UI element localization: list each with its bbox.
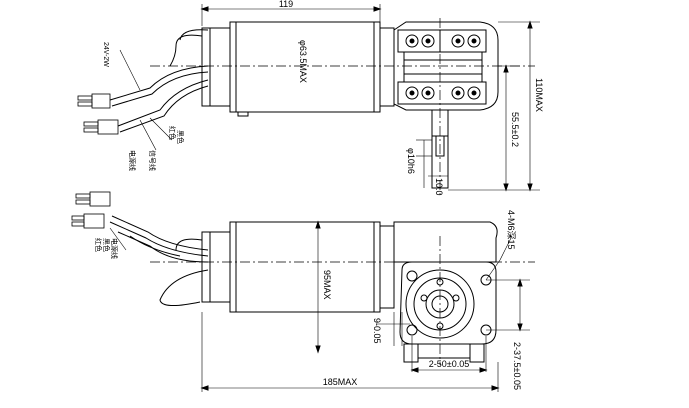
label-bottom-wire-1: 红色 (94, 238, 103, 252)
bottom-motor-endcap (201, 231, 231, 303)
mount-hole-tl (406, 270, 418, 282)
bottom-view (71, 191, 535, 392)
dim-overall-length: 185MAX (323, 377, 358, 387)
label-top-wire-2: 黑色 (176, 130, 185, 144)
top-view (77, 4, 540, 195)
top-wire-2 (117, 79, 209, 127)
bottom-wire-loop (175, 238, 203, 251)
dim-bolt-spacing-vertical: 2-37.5±0.05 (512, 342, 522, 390)
bottom-motor-body (229, 221, 381, 313)
label-bottom-wire-3: 电源线 (110, 238, 119, 259)
top-motor-endcap (201, 27, 231, 107)
dim-top-width: 119 (279, 0, 293, 9)
dim-shaft-key: 10.0 (434, 178, 444, 196)
dim-shaft-diameter: φ10h6 (406, 148, 416, 174)
bottom-connector-pins (71, 191, 111, 229)
dim-motor-diameter: φ63.5MAX (298, 40, 308, 83)
label-bottom-wire-2: 黑色 (102, 238, 111, 252)
top-gearbox-housing (393, 21, 499, 111)
bottom-wire-2 (117, 231, 209, 263)
output-shaft (431, 109, 449, 189)
top-flange (379, 27, 395, 107)
bottom-wire-3 (129, 235, 181, 257)
dim-bolt-spacing-horizontal: 2-50±0.05 (429, 359, 469, 369)
dim-mounting-holes: 4-M6深15 (506, 210, 516, 250)
bottom-wire-1 (111, 215, 209, 251)
dim-motor-length: 95MAX (322, 270, 332, 300)
top-wire-1 (109, 65, 209, 101)
end-face-inner-ring (425, 289, 455, 319)
mount-hole-bl (406, 324, 418, 336)
label-top-wire-1: 红色 (168, 126, 177, 140)
label-top-wire-4: 信号线 (148, 150, 157, 171)
top-connector-pins (77, 93, 119, 135)
end-face-outer-ring (405, 269, 475, 339)
dim-total-height: 110MAX (534, 78, 544, 112)
dim-shaft-height: 55.5±0.2 (510, 112, 520, 147)
bottom-gearbox-block (393, 221, 498, 263)
label-top-connector: 24V-2W (102, 42, 109, 67)
label-top-wire-3: 电源线 (128, 150, 137, 171)
top-wire-loop (169, 34, 203, 67)
dim-key-width: 9-0.05 (372, 318, 382, 344)
